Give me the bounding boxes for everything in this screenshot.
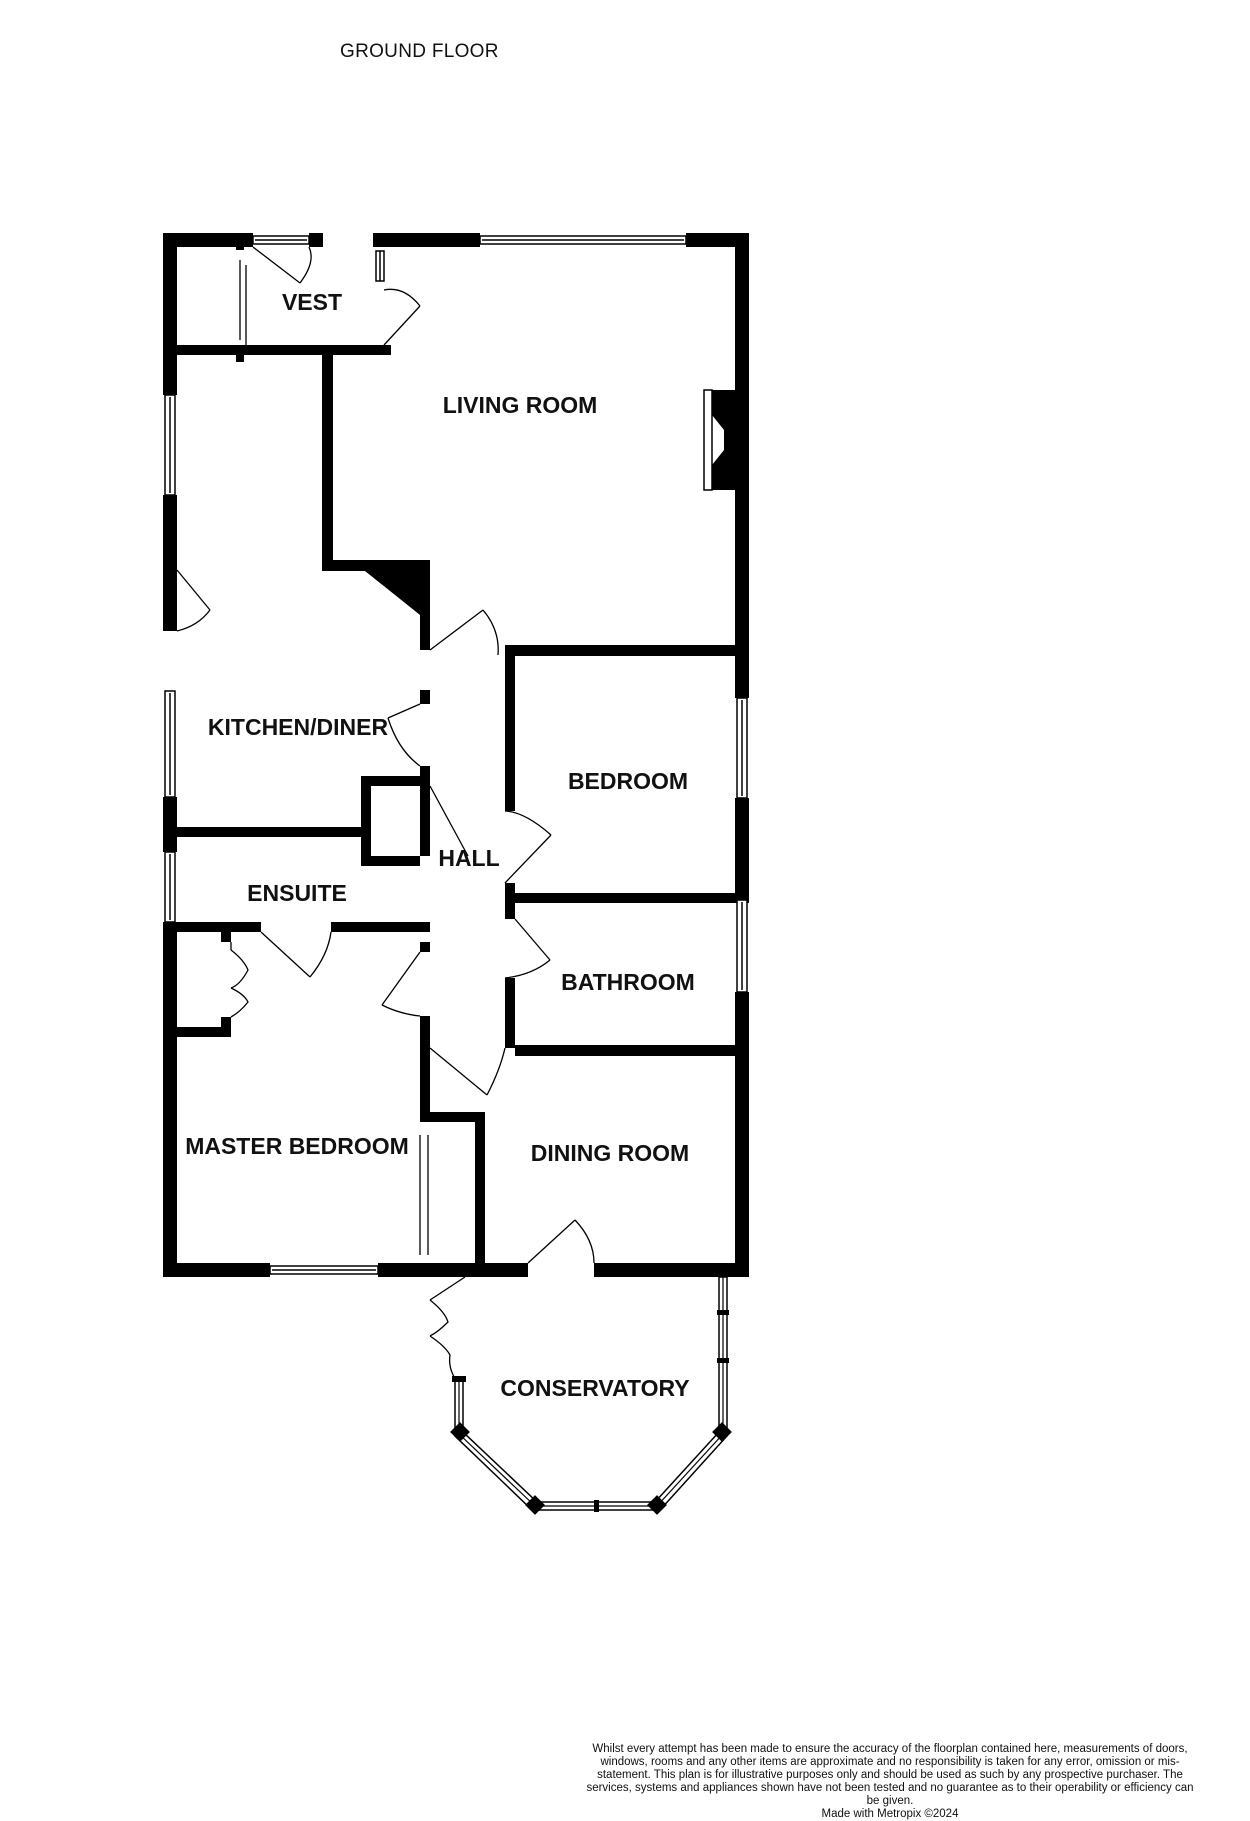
- interior-walls: [163, 233, 749, 1277]
- room-label-bedroom: BEDROOM: [568, 768, 688, 794]
- room-label-vest: VEST: [282, 289, 342, 315]
- room-label-dining-room: DINING ROOM: [531, 1140, 689, 1166]
- room-label-conservatory: CONSERVATORY: [500, 1375, 689, 1401]
- door-swings: [176, 246, 595, 1381]
- fireplace: [703, 389, 735, 491]
- room-label-hall: HALL: [438, 845, 499, 871]
- room-label-kitchen-diner: KITCHEN/DINER: [208, 714, 389, 740]
- conservatory-walls: [450, 1270, 732, 1515]
- floor-title: GROUND FLOOR: [340, 41, 499, 62]
- room-label-bathroom: BATHROOM: [561, 969, 695, 995]
- windows: [164, 235, 748, 1275]
- room-label-master-bedroom: MASTER BEDROOM: [185, 1133, 409, 1159]
- room-label-living-room: LIVING ROOM: [443, 392, 598, 418]
- disclaimer: Whilst every attempt has been made to en…: [585, 1743, 1195, 1821]
- metropix-credit: Made with Metropix ©2024: [821, 1808, 959, 1820]
- disclaimer-text: Whilst every attempt has been made to en…: [586, 1743, 1194, 1807]
- room-label-ensuite: ENSUITE: [247, 880, 347, 906]
